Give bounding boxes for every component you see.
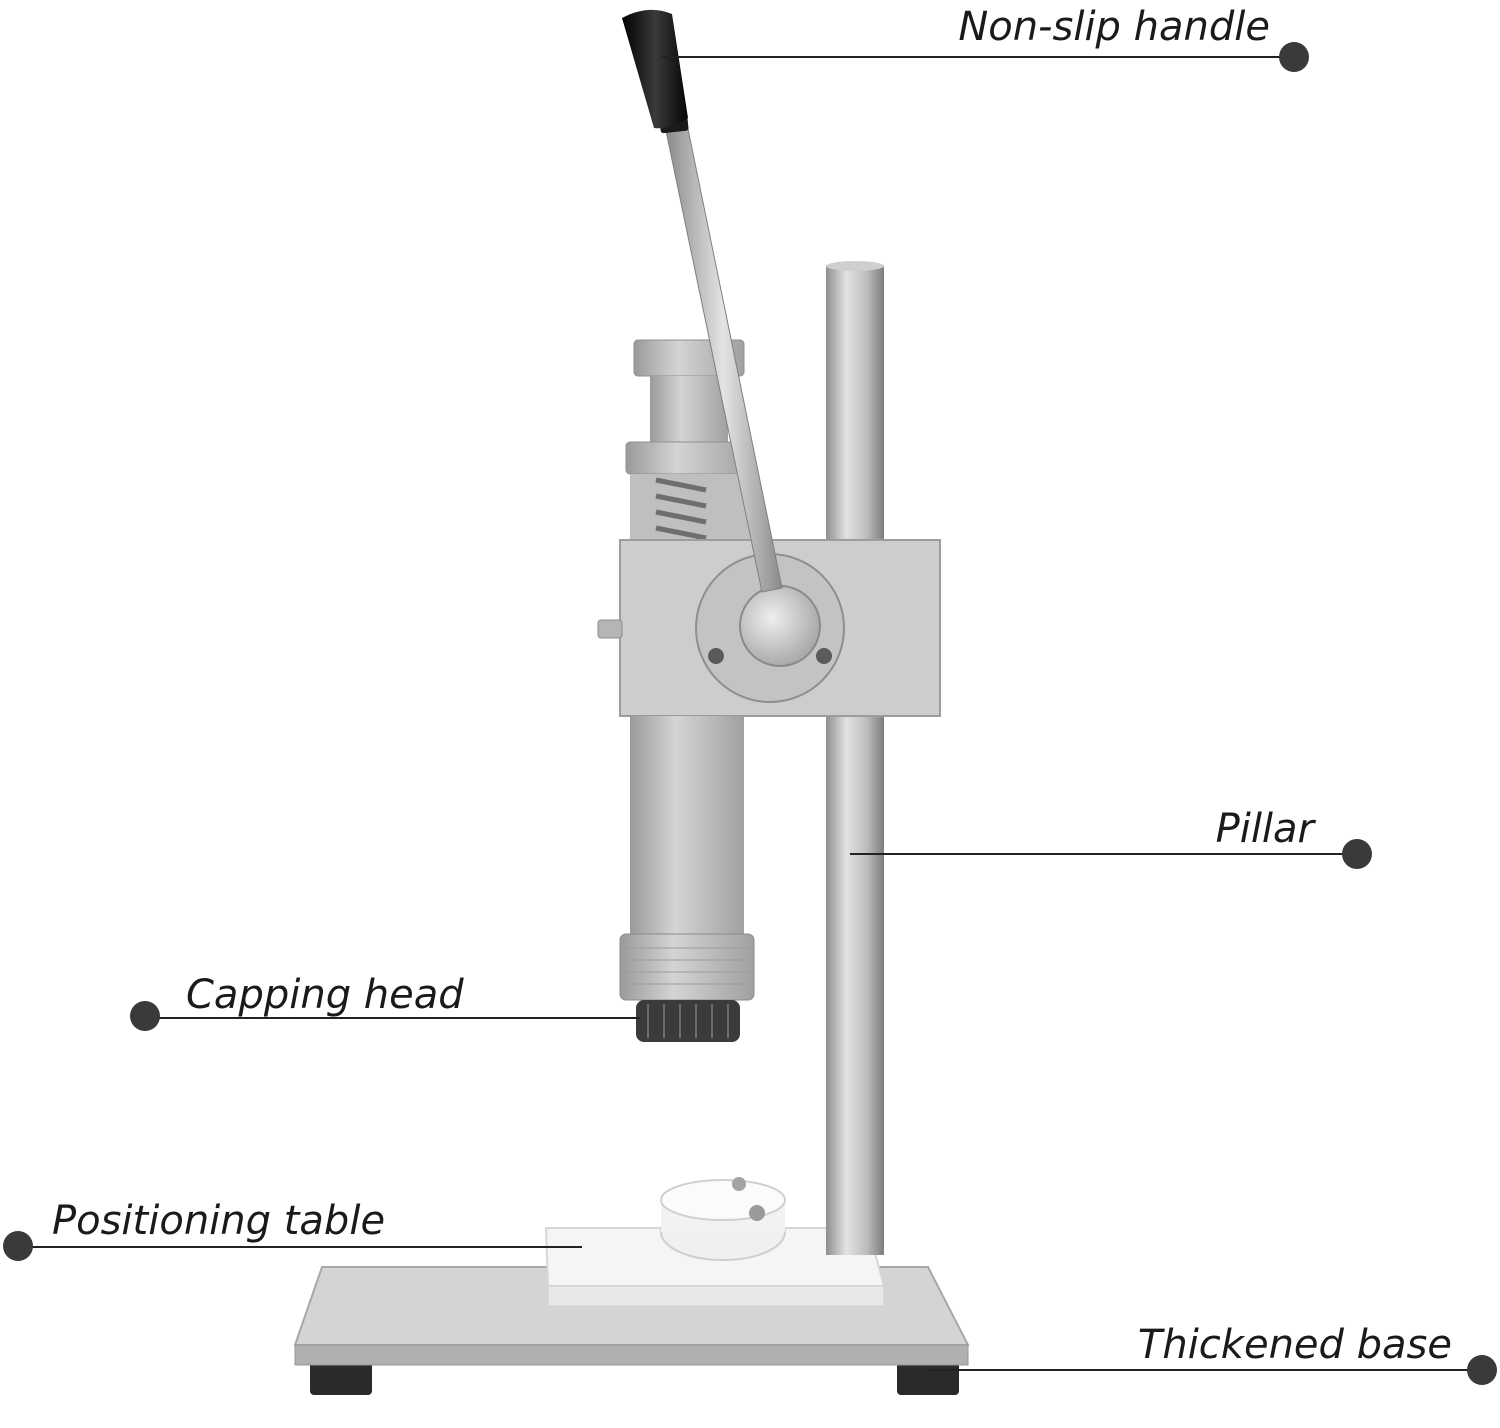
gear-screw-right — [816, 648, 832, 664]
spring-coil — [655, 477, 707, 541]
callout-pillar: Pillar — [850, 806, 1372, 869]
pillar — [826, 261, 884, 1255]
callout-base: Thickened base — [928, 1322, 1497, 1385]
callout-capping-dot — [130, 1001, 160, 1031]
table-screw-2 — [749, 1205, 765, 1221]
press-column — [625, 339, 753, 541]
gear-hub — [739, 585, 821, 667]
threaded-ring — [619, 933, 755, 1001]
capping-head-assembly — [619, 716, 755, 1042]
callout-table-dot — [3, 1231, 33, 1261]
table-screw-1 — [732, 1177, 746, 1191]
positioning-table — [544, 1177, 886, 1307]
callout-handle: Non-slip handle — [662, 4, 1309, 72]
base-plate-front — [294, 1344, 969, 1366]
upper-cylinder — [650, 376, 728, 442]
callout-table-label: Positioning table — [52, 1198, 385, 1244]
callout-pillar-label: Pillar — [1216, 806, 1317, 852]
block-side-pin — [597, 619, 623, 639]
brush-bristles — [647, 1004, 729, 1038]
lower-cylinder — [630, 716, 744, 934]
thread-lines — [624, 947, 750, 985]
callout-handle-label: Non-slip handle — [958, 4, 1270, 50]
callout-base-dot — [1467, 1355, 1497, 1385]
callout-positioning-table: Positioning table — [3, 1198, 582, 1261]
pillar-top — [826, 261, 884, 271]
callout-handle-dot — [1279, 42, 1309, 72]
callout-pillar-dot — [1342, 839, 1372, 869]
table-chuck-top — [660, 1179, 786, 1221]
spring-housing — [630, 474, 750, 540]
handle-lever — [622, 9, 783, 593]
gear-screw-left — [708, 648, 724, 664]
non-slip-knob — [622, 9, 688, 129]
capping-brush — [636, 1000, 740, 1042]
table-plate-front — [547, 1285, 885, 1307]
pillar-rod — [826, 265, 884, 1255]
gearbox-block — [597, 539, 941, 717]
callout-base-label: Thickened base — [1138, 1322, 1452, 1368]
callout-capping-head: Capping head — [130, 972, 640, 1031]
callout-capping-label: Capping head — [186, 972, 464, 1018]
